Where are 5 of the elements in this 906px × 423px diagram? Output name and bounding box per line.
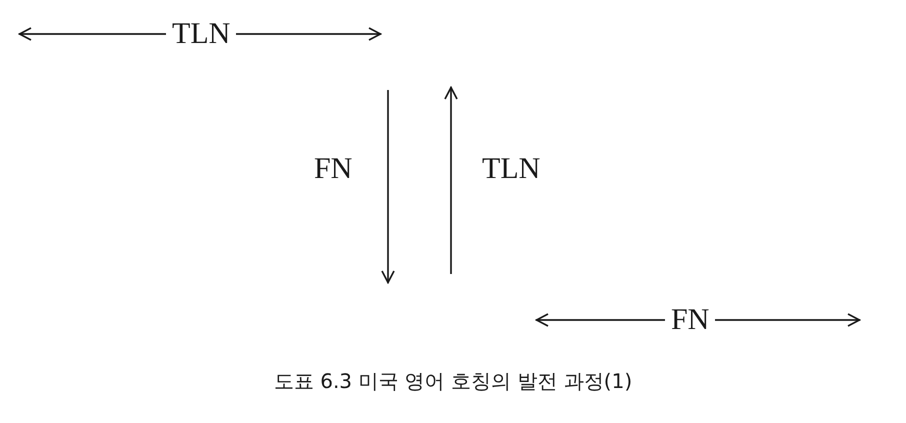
figure-caption: 도표 6.3 미국 영어 호칭의 발전 과정(1) — [274, 368, 632, 395]
term-label: FN — [314, 152, 352, 185]
term-label: TLN — [172, 17, 230, 51]
term-label: TLN — [482, 152, 540, 185]
term-label: FN — [671, 303, 710, 337]
